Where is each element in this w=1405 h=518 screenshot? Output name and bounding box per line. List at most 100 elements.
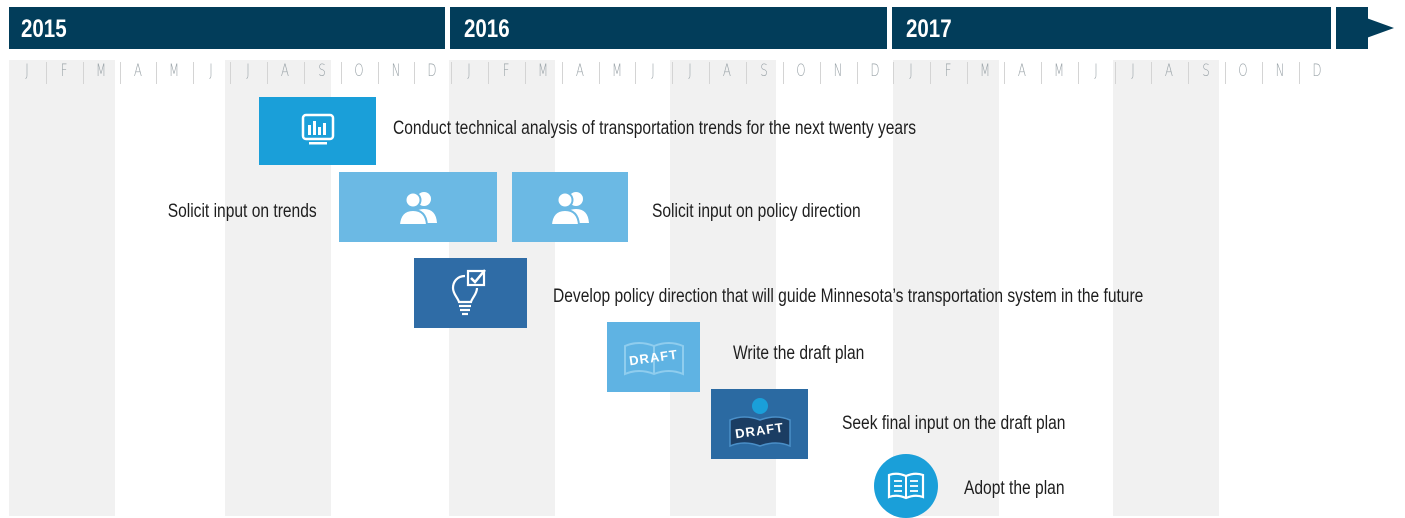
month-label: N [1275, 61, 1285, 81]
month-label: M [1053, 61, 1064, 81]
month-separator [857, 62, 858, 84]
task-label-adopt: Adopt the plan [964, 478, 1065, 499]
task-label-draft: Write the draft plan [733, 343, 865, 364]
month-label: M [537, 61, 549, 81]
month-separator [488, 62, 489, 84]
timeline-arrow-body [1336, 7, 1368, 49]
month-separator [599, 62, 600, 84]
month-separator [414, 62, 415, 84]
task-input-policy-box [512, 172, 628, 242]
month-separator [378, 62, 379, 84]
month-label: N [833, 61, 843, 81]
month-label: J [25, 61, 29, 81]
month-label: J [246, 61, 250, 81]
month-separator [83, 62, 84, 84]
month-label: J [467, 61, 471, 81]
quarter-stripe [893, 60, 999, 516]
task-analysis-box [259, 97, 376, 165]
month-label: D [427, 61, 437, 81]
month-separator [304, 62, 305, 84]
month-label: M [95, 61, 106, 81]
task-label-final-input: Seek final input on the draft plan [842, 413, 1066, 434]
month-label: F [502, 61, 510, 81]
month-label: A [1017, 61, 1027, 81]
year-label: 2016 [464, 15, 510, 43]
task-input-trends-box [339, 172, 497, 242]
year-label: 2017 [906, 15, 952, 43]
task-draft-box: DRAFT [607, 322, 700, 392]
month-separator [267, 62, 268, 84]
month-separator [635, 62, 636, 84]
task-label-policy: Develop policy direction that will guide… [553, 286, 1144, 307]
year-bar-2015 [9, 7, 445, 49]
month-label: D [1312, 61, 1322, 81]
task-policy-box [414, 258, 527, 328]
month-label: A [280, 61, 290, 81]
month-separator [120, 62, 121, 84]
month-separator [1078, 62, 1079, 84]
month-separator [1151, 62, 1152, 84]
month-separator [525, 62, 526, 84]
month-separator [746, 62, 747, 84]
task-label-input-trends: Solicit input on trends [168, 201, 317, 222]
month-label: F [944, 61, 952, 81]
month-label: S [1202, 61, 1210, 81]
draft-book-person-icon [728, 398, 791, 448]
month-separator [1115, 62, 1116, 84]
draft-book-icon [623, 342, 684, 376]
month-label: F [60, 61, 68, 81]
month-separator [893, 62, 894, 84]
month-separator [1225, 62, 1226, 84]
month-separator [1041, 62, 1042, 84]
people-icon [397, 191, 437, 226]
month-label: O [1238, 61, 1248, 81]
quarter-stripe [9, 60, 115, 516]
month-separator [967, 62, 968, 84]
year-bar-2016 [450, 7, 887, 49]
month-label: O [353, 61, 364, 81]
month-separator [230, 62, 231, 84]
task-label-input-policy: Solicit input on policy direction [652, 201, 861, 222]
lightbulb-check-icon [451, 269, 486, 316]
month-separator [820, 62, 821, 84]
month-separator [1262, 62, 1263, 84]
month-label: O [796, 61, 806, 81]
year-bar-2017 [892, 7, 1331, 49]
month-separator [783, 62, 784, 84]
month-label: J [688, 61, 693, 81]
month-separator [930, 62, 931, 84]
month-label: J [209, 61, 213, 81]
task-final-input-box: DRAFT [711, 389, 808, 459]
month-label: A [723, 61, 732, 81]
month-label: J [651, 61, 656, 81]
task-label-analysis: Conduct technical analysis of transporta… [393, 118, 917, 139]
month-separator [341, 62, 342, 84]
open-book-icon [887, 472, 925, 500]
people-icon [549, 191, 589, 226]
month-separator [1004, 62, 1005, 84]
month-label: S [760, 61, 768, 81]
month-separator [451, 62, 452, 84]
month-separator [46, 62, 47, 84]
month-label: M [611, 61, 622, 81]
month-label: J [909, 61, 914, 81]
month-label: A [133, 61, 142, 81]
month-separator [1299, 62, 1300, 84]
month-label: J [1130, 61, 1135, 81]
month-label: M [169, 61, 180, 81]
month-label: A [1165, 61, 1174, 81]
month-separator [156, 62, 157, 84]
month-separator [562, 62, 563, 84]
year-label: 2015 [21, 15, 67, 43]
task-adopt-circle [874, 454, 938, 518]
month-label: J [1093, 61, 1098, 81]
month-separator [709, 62, 710, 84]
month-label: D [869, 61, 880, 81]
month-label: M [979, 61, 991, 81]
month-label: N [391, 61, 400, 81]
month-label: A [575, 61, 584, 81]
month-label: S [318, 61, 326, 81]
monitor-chart-icon [301, 113, 334, 145]
month-separator [193, 62, 194, 84]
